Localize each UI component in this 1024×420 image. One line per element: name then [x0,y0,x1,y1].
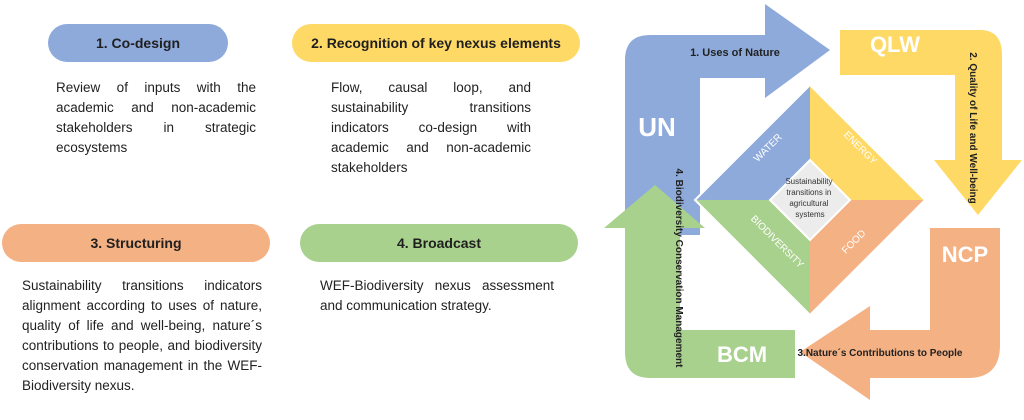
nexus-diamond: WATER ENERGY FOOD BIODIVERSITY Sustainab… [693,83,927,317]
biodiversity-conservation-label: 4. Biodiversity Conservation Management [673,169,684,369]
step-4-pill: 4. Broadcast [300,224,578,262]
natures-contributions-arrow: NCP 3.Nature´s Contributions to People [797,228,1000,400]
step-1-pill: 1. Co-design [48,24,228,62]
step-3-text: Sustainability transitions indicators al… [22,278,262,393]
bcm-abbr: BCM [717,342,767,367]
qlw-abbr: QLW [870,32,920,57]
step-2-text: Flow, causal loop, and sustainability tr… [331,80,531,175]
step-4-label: 4. Broadcast [396,235,482,251]
step-1-text: Review of inputs with the academic and n… [56,80,256,155]
step-2-pill: 2. Recognition of key nexus elements [292,24,580,62]
uses-of-nature-arrow: UN 1. Uses of Nature [625,4,830,235]
ncp-abbr: NCP [942,242,988,267]
step-1-label: 1. Co-design [95,35,180,51]
natures-contributions-label: 3.Nature´s Contributions to People [797,348,962,359]
uses-of-nature-label: 1. Uses of Nature [690,47,780,59]
quality-of-life-arrow: QLW 2. Quality of Life and Well-being [840,30,1022,215]
biodiversity-conservation-arrow: BCM 4. Biodiversity Conservation Managem… [604,169,795,378]
step-2-label: 2. Recognition of key nexus elements [311,35,561,51]
nexus-cycle-diagram: UN 1. Uses of Nature QLW 2. Quality of L… [604,4,1022,400]
step-4-text: WEF-Biodiversity nexus assessment and co… [320,278,554,313]
center-label: Sustainability transitions in agricultur… [785,177,834,219]
center-diamond [768,158,852,242]
step-3-pill: 3. Structuring [2,224,270,262]
quality-of-life-label: 2. Quality of Life and Well-being [967,52,978,204]
un-abbr: UN [638,112,676,142]
step-3-label: 3. Structuring [90,235,182,251]
